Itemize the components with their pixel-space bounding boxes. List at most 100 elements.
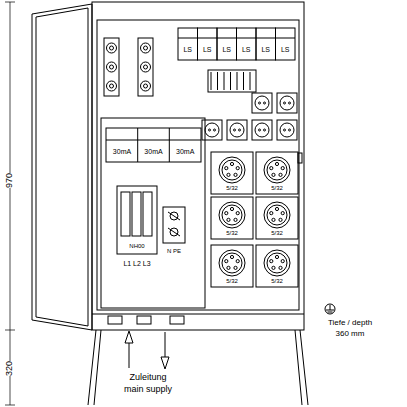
socket-pin bbox=[275, 255, 278, 258]
socket-pin bbox=[230, 162, 233, 165]
terminal-slot bbox=[250, 72, 251, 90]
socket-pin bbox=[270, 260, 273, 263]
socket-pin bbox=[227, 218, 230, 221]
fuse bbox=[107, 62, 117, 72]
socket-plate bbox=[211, 152, 253, 194]
socket-pin bbox=[236, 167, 239, 170]
open-door bbox=[32, 4, 92, 330]
socket-rating: 5/32 bbox=[226, 185, 238, 191]
socket-plate bbox=[277, 120, 297, 140]
socket-plate bbox=[277, 93, 297, 113]
socket-rating: 5/32 bbox=[226, 278, 238, 284]
socket bbox=[230, 123, 244, 137]
socket bbox=[205, 123, 219, 137]
ls-breaker bbox=[256, 28, 276, 60]
cabinet-housing bbox=[92, 2, 304, 330]
socket-pin bbox=[289, 129, 291, 131]
fuse-cap bbox=[110, 65, 114, 69]
socket-pin bbox=[272, 218, 275, 221]
socket-rating: 5/32 bbox=[271, 278, 283, 284]
cee-sockets bbox=[211, 152, 298, 287]
socket-pin bbox=[234, 266, 237, 269]
fuse-cap bbox=[144, 46, 148, 50]
ls-breaker bbox=[276, 28, 296, 60]
cee-socket bbox=[219, 157, 245, 183]
socket-pin bbox=[264, 102, 266, 104]
fuse bbox=[141, 43, 151, 53]
terminal-label: N PE bbox=[167, 248, 181, 254]
part-label: LS bbox=[222, 46, 231, 53]
ground-symbol bbox=[325, 304, 335, 314]
part-label: LS bbox=[242, 46, 251, 53]
fuse-strip bbox=[138, 38, 153, 96]
socket-pin bbox=[272, 173, 275, 176]
rating-label: 30mA bbox=[113, 148, 131, 155]
fuse bbox=[107, 43, 117, 53]
socket-ring bbox=[222, 205, 242, 225]
breaker-line bbox=[178, 38, 198, 39]
note-label: main supply bbox=[124, 385, 172, 394]
supply-arrows bbox=[125, 331, 169, 369]
socket bbox=[255, 123, 269, 137]
fuse bbox=[107, 81, 117, 91]
socket-plate bbox=[256, 197, 298, 239]
terminal-slot bbox=[217, 72, 218, 90]
socket-plate bbox=[252, 120, 272, 140]
dimension-lines bbox=[5, 2, 15, 405]
fuse-strip bbox=[104, 38, 119, 96]
socket-plate bbox=[256, 152, 298, 194]
socket-pin bbox=[281, 260, 284, 263]
ls-breaker bbox=[237, 28, 257, 60]
socket-pin bbox=[284, 102, 286, 104]
part-label: LS bbox=[183, 46, 192, 53]
terminal-label: L1 L2 L3 bbox=[123, 260, 150, 267]
socket-ring bbox=[222, 253, 242, 273]
socket-pin bbox=[259, 129, 261, 131]
socket-pin bbox=[225, 212, 228, 215]
ls-breaker bbox=[198, 28, 218, 60]
part-label: LS bbox=[203, 46, 212, 53]
note-label: Tiefe / depth bbox=[328, 319, 372, 327]
socket-pin bbox=[227, 266, 230, 269]
breaker-line bbox=[217, 38, 237, 39]
socket-ring bbox=[267, 253, 287, 273]
socket-rating: 5/32 bbox=[271, 185, 283, 191]
socket-ring bbox=[222, 160, 242, 180]
ls-breaker bbox=[217, 28, 237, 60]
fuse-cap bbox=[110, 84, 114, 88]
socket-plate bbox=[211, 197, 253, 239]
socket-pin bbox=[225, 167, 228, 170]
fuse bbox=[141, 62, 151, 72]
socket-pin bbox=[234, 173, 237, 176]
socket-ring bbox=[267, 160, 287, 180]
socket-pin bbox=[234, 218, 237, 221]
small-sockets bbox=[202, 93, 297, 140]
socket-pin bbox=[279, 173, 282, 176]
stand-legs bbox=[88, 316, 308, 405]
breaker-line bbox=[198, 38, 218, 39]
socket-pin bbox=[281, 167, 284, 170]
rcd-panel bbox=[101, 118, 205, 308]
socket-pin bbox=[239, 129, 241, 131]
socket-pin bbox=[230, 207, 233, 210]
main-switch bbox=[117, 186, 157, 254]
socket-pin bbox=[270, 212, 273, 215]
terminal-slot bbox=[230, 72, 231, 90]
fuse-cap bbox=[144, 84, 148, 88]
terminal-slot bbox=[224, 72, 225, 90]
terminal-block bbox=[208, 70, 256, 92]
socket-plate bbox=[227, 120, 247, 140]
socket-pin bbox=[225, 260, 228, 263]
socket-pin bbox=[272, 266, 275, 269]
socket-pin bbox=[284, 129, 286, 131]
socket-pin bbox=[234, 129, 236, 131]
terminal-slot bbox=[243, 72, 244, 90]
n-pe-terminal bbox=[163, 207, 185, 243]
cee-socket bbox=[219, 250, 245, 276]
fuse-strips bbox=[104, 38, 153, 96]
socket-pin bbox=[230, 255, 233, 258]
circuit-breaker-row bbox=[178, 28, 295, 60]
socket bbox=[280, 123, 294, 137]
ls-breaker bbox=[178, 28, 198, 60]
socket-pin bbox=[289, 102, 291, 104]
